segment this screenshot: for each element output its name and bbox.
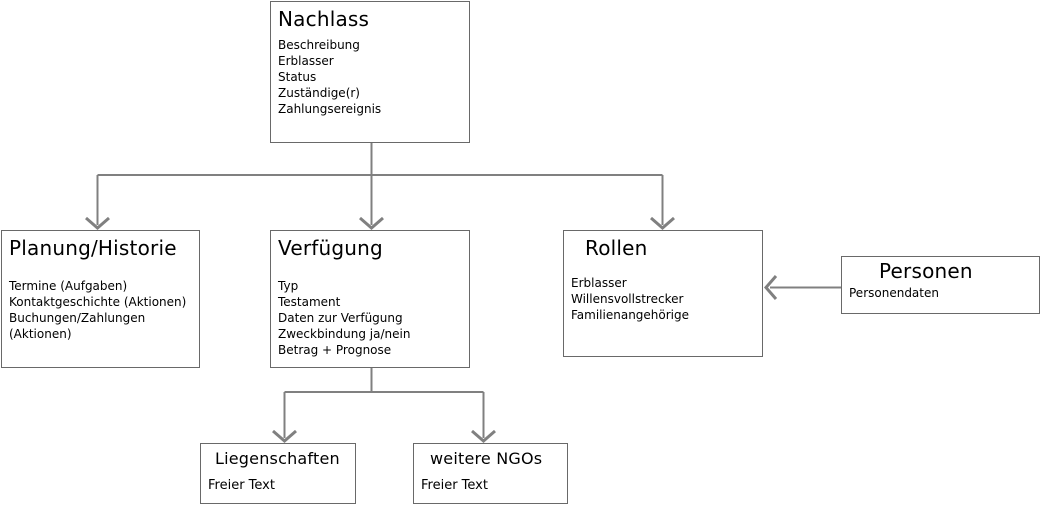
node-title: Nachlass [278, 7, 370, 31]
arrowhead-down-icon [471, 429, 496, 443]
node-attribute: Zahlungsereignis [278, 102, 382, 116]
node-attribute: Termine (Aufgaben) [9, 279, 128, 293]
arrowhead-down-icon [359, 216, 384, 230]
node-title: Planung/Historie [9, 236, 177, 260]
node-title: Verfügung [278, 236, 383, 260]
arrowhead-down-icon [272, 429, 297, 443]
node-verfuegung[interactable]: Verfügung Typ Testament Daten zur Verfüg… [270, 230, 470, 368]
node-planung-historie[interactable]: Planung/Historie Termine (Aufgaben) Kont… [1, 230, 200, 368]
node-attribute: Willensvollstrecker [571, 292, 684, 306]
node-attribute: Freier Text [208, 478, 275, 494]
node-attribute: Kontaktgeschichte (Aktionen) [9, 295, 187, 309]
node-title: Liegenschaften [215, 449, 340, 468]
node-nachlass[interactable]: Nachlass Beschreibung Erblasser Status Z… [270, 1, 470, 143]
node-attribute: Daten zur Verfügung [278, 311, 403, 325]
node-personen[interactable]: Personen Personendaten [841, 256, 1040, 314]
node-attribute: Betrag + Prognose [278, 343, 392, 357]
node-liegenschaften[interactable]: Liegenschaften Freier Text [200, 443, 356, 504]
node-attribute: Buchungen/Zahlungen [9, 311, 146, 325]
arrowhead-down-icon [85, 216, 110, 230]
node-attribute: Status [278, 70, 317, 84]
node-title: Rollen [585, 236, 648, 260]
node-attribute: Testament [278, 295, 341, 309]
arrowhead-left-icon [764, 275, 778, 300]
node-attribute: Erblasser [278, 54, 334, 68]
arrowhead-down-icon [650, 216, 675, 230]
node-attribute: Beschreibung [278, 38, 360, 52]
node-attribute: Typ [278, 279, 299, 293]
node-attribute: Zweckbindung ja/nein [278, 327, 411, 341]
node-title: weitere NGOs [430, 449, 543, 468]
node-attribute: Erblasser [571, 276, 627, 290]
node-attribute: Zuständige(r) [278, 86, 360, 100]
node-rollen[interactable]: Rollen Erblasser Willensvollstrecker Fam… [563, 230, 763, 357]
node-attribute: Freier Text [421, 478, 488, 494]
node-title: Personen [879, 259, 973, 283]
node-attribute: Familienangehörige [571, 308, 690, 322]
node-attribute: (Aktionen) [9, 327, 72, 341]
node-weitere-ngos[interactable]: weitere NGOs Freier Text [413, 443, 568, 504]
node-attribute: Personendaten [849, 286, 939, 300]
